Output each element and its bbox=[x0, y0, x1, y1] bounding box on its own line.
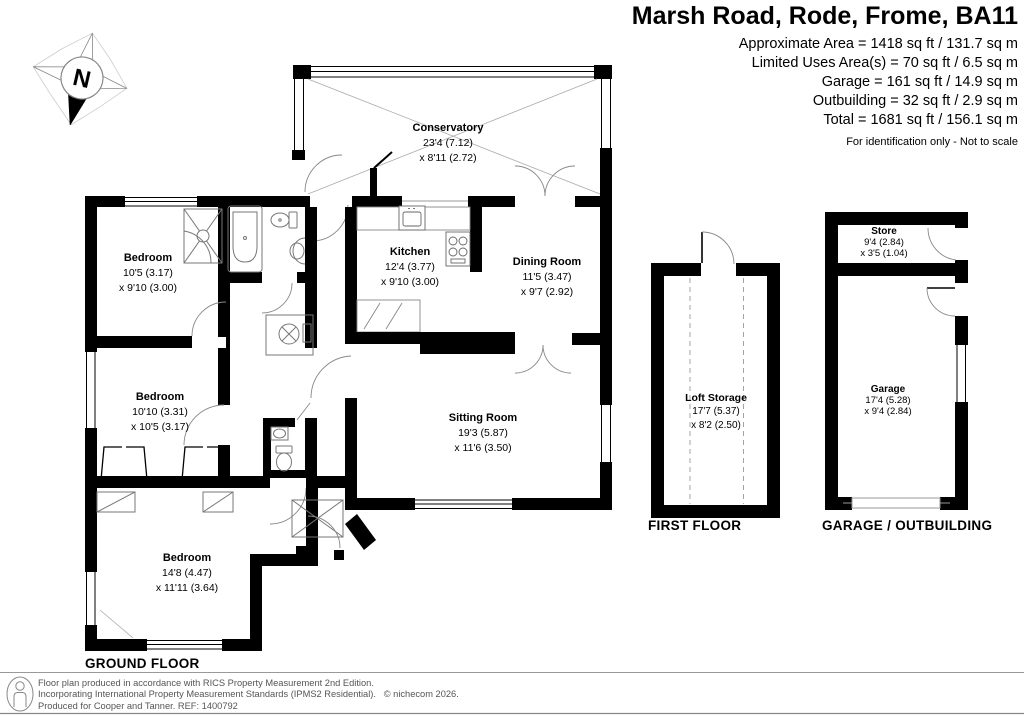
left-windows bbox=[86, 352, 96, 625]
area-summary: Approximate Area = 1418 sq ft / 131.7 sq… bbox=[739, 35, 1018, 152]
garage-door bbox=[843, 497, 950, 509]
room-label-sitting-room: Sitting Room 19'3 (5.87) x 11'6 (3.50) bbox=[448, 412, 518, 454]
page-title: Marsh Road, Rode, Frome, BA11 bbox=[631, 2, 1018, 30]
area-line: Approximate Area = 1418 sq ft / 131.7 sq… bbox=[738, 36, 1018, 52]
wardrobe bbox=[100, 446, 229, 481]
hall-conservatory-door bbox=[311, 204, 349, 242]
rics-person-icon bbox=[6, 676, 34, 712]
room-label-bedroom-1: Bedroom 10'5 (3.17) x 9'10 (3.00) bbox=[118, 252, 178, 294]
room-label-kitchen: Kitchen 12'4 (3.77) x 9'10 (3.00) bbox=[380, 246, 440, 288]
conservatory-door bbox=[304, 154, 343, 193]
bedroom3-door bbox=[269, 487, 307, 525]
footer-line-1: Floor plan produced in accordance with R… bbox=[38, 678, 374, 688]
room-label-conservatory: Conservatory 23'4 (7.12) x 8'11 (2.72) bbox=[412, 122, 484, 164]
ground-floor-label: GROUND FLOOR bbox=[85, 656, 200, 671]
copyright: © nichecom 2026. bbox=[383, 689, 459, 700]
garage-window bbox=[956, 345, 966, 402]
conservatory-structure bbox=[292, 65, 612, 196]
room-label-garage: Garage 17'4 (5.28) x 9'4 (2.84) bbox=[864, 384, 912, 417]
footer-line-2: Incorporating International Property Mea… bbox=[38, 689, 459, 700]
sitting-room-walls bbox=[345, 207, 612, 510]
wc bbox=[263, 402, 317, 478]
area-line: Total = 1681 sq ft / 156.1 sq m bbox=[823, 112, 1018, 128]
bathroom-door bbox=[261, 282, 293, 314]
walls-interior bbox=[218, 196, 482, 476]
bedroom2-door bbox=[183, 404, 225, 446]
garage-outbuilding-label: GARAGE / OUTBUILDING bbox=[822, 518, 993, 533]
wc-toilet bbox=[275, 445, 293, 472]
store-door bbox=[927, 227, 957, 261]
ground-floor-plan bbox=[85, 65, 612, 651]
disclaimer: For identification only - Not to scale bbox=[846, 136, 1018, 148]
entrance-porch bbox=[291, 499, 376, 560]
bedroom1-window bbox=[125, 197, 197, 207]
footer-line-3: Produced for Cooper and Tanner. REF: 140… bbox=[38, 700, 238, 711]
footer-disclaimer: Floor plan produced in accordance with R… bbox=[38, 678, 459, 712]
compass-north-label: N bbox=[70, 64, 93, 94]
porch-angled-wall bbox=[345, 514, 376, 550]
bedroom1-door bbox=[191, 301, 227, 337]
kitchen-fittings bbox=[356, 205, 471, 333]
hob bbox=[445, 231, 471, 267]
toilet bbox=[270, 211, 298, 229]
kitchen-sink bbox=[398, 205, 426, 231]
compass-rose: N bbox=[32, 32, 128, 126]
front-door bbox=[307, 515, 341, 549]
wc-basin bbox=[270, 426, 289, 441]
bathroom bbox=[218, 205, 317, 314]
walls-left bbox=[85, 207, 97, 651]
hall-cupboard bbox=[291, 499, 344, 538]
garage-side-door bbox=[926, 287, 956, 317]
room-label-dining-room: Dining Room 11'5 (3.47) x 9'7 (2.92) bbox=[512, 256, 582, 298]
bedroom3-walls bbox=[85, 488, 318, 651]
shower-cubicle bbox=[183, 208, 223, 264]
hand-basin bbox=[289, 237, 306, 265]
boiler-cupboard bbox=[265, 314, 314, 356]
sitting-room-door bbox=[310, 355, 352, 399]
first-floor-label: FIRST FLOOR bbox=[648, 518, 742, 533]
room-label-loft-storage: Loft Storage 17'7 (5.37) x 8'2 (2.50) bbox=[685, 392, 747, 431]
bathtub bbox=[227, 205, 263, 273]
area-line: Outbuilding = 32 sq ft / 2.9 sq m bbox=[812, 93, 1018, 109]
room-label-bedroom-3: Bedroom 14'8 (4.47) x 11'11 (3.64) bbox=[155, 552, 219, 594]
sitting-french-doors bbox=[514, 344, 572, 374]
room-label-bedroom-2: Bedroom 10'10 (3.31) x 10'5 (3.17) bbox=[130, 391, 190, 433]
room-label-store: Store 9'4 (2.84) x 3'5 (1.04) bbox=[860, 226, 908, 259]
walls-top bbox=[85, 196, 612, 207]
area-line: Garage = 161 sq ft / 14.9 sq m bbox=[821, 74, 1018, 90]
bedroom3-wardrobe bbox=[96, 491, 234, 513]
sitting-windows bbox=[415, 405, 611, 509]
loft-door bbox=[701, 231, 735, 265]
garage-plan bbox=[825, 212, 968, 510]
conservatory-roof-lines bbox=[307, 78, 601, 195]
conservatory-french-doors bbox=[514, 165, 576, 197]
first-floor-plan bbox=[651, 231, 780, 518]
restricted-height-lines bbox=[689, 278, 744, 504]
area-line: Limited Uses Area(s) = 70 sq ft / 6.5 sq… bbox=[751, 55, 1018, 71]
bedroom3-window bbox=[147, 640, 222, 650]
